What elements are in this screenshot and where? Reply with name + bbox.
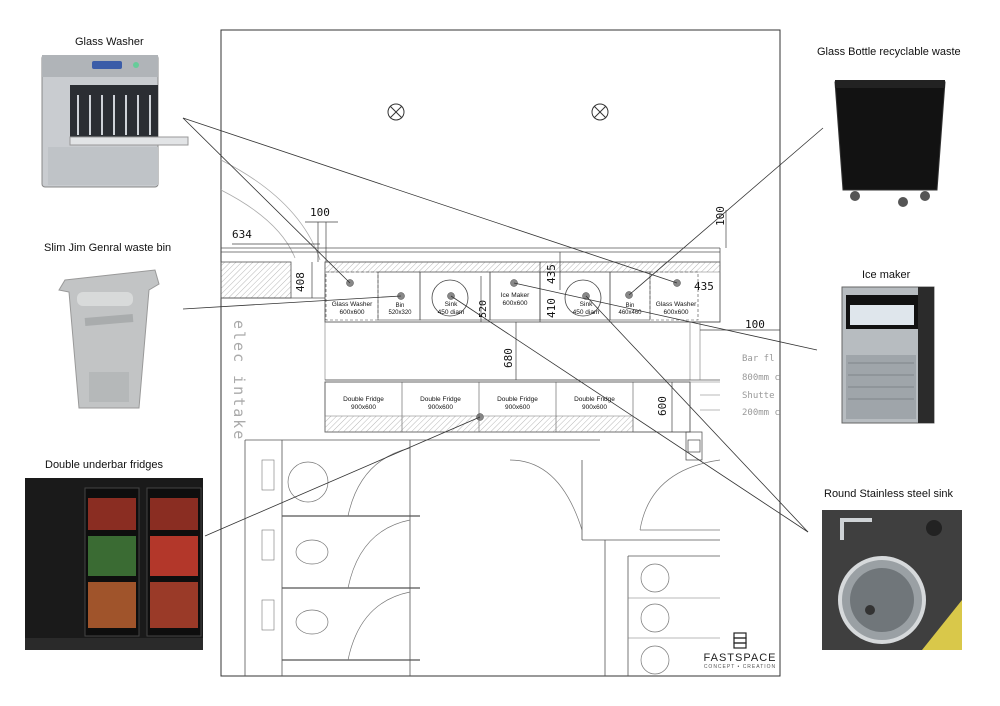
sink-bowl-left (431, 279, 469, 317)
round-sink-photo (822, 510, 962, 650)
slim-jim-bin-photo (58, 269, 160, 409)
callout-glass-washer: Glass Washer (75, 36, 144, 48)
sink-bowl-right (564, 279, 602, 317)
ice-maker-photo (841, 286, 935, 424)
callout-round-sink: Round Stainless steel sink (824, 488, 954, 500)
callout-double-fridges: Double underbar fridges (45, 459, 164, 471)
glass-washer-photo (41, 55, 189, 188)
callout-slim-jim: Slim Jim Genral waste bin (44, 242, 172, 254)
ceiling-light-icon (591, 103, 609, 121)
leader-lines (182, 117, 824, 537)
glass-bottle-bin-photo (834, 80, 946, 207)
logo-tagline: CONCEPT • CREATION (703, 664, 777, 670)
ceiling-light-icon (387, 103, 405, 121)
fastspace-logo-mark-icon (733, 632, 747, 649)
logo-name: FASTSPACE (703, 652, 777, 664)
callout-ice-maker: Ice maker (862, 269, 911, 281)
fastspace-logo: FASTSPACE CONCEPT • CREATION (700, 632, 780, 670)
wall-section (220, 261, 292, 299)
sheet-border (220, 29, 781, 677)
callout-glass-bottle: Glass Bottle recyclable waste (817, 46, 961, 58)
double-fridge-photo (25, 478, 203, 650)
